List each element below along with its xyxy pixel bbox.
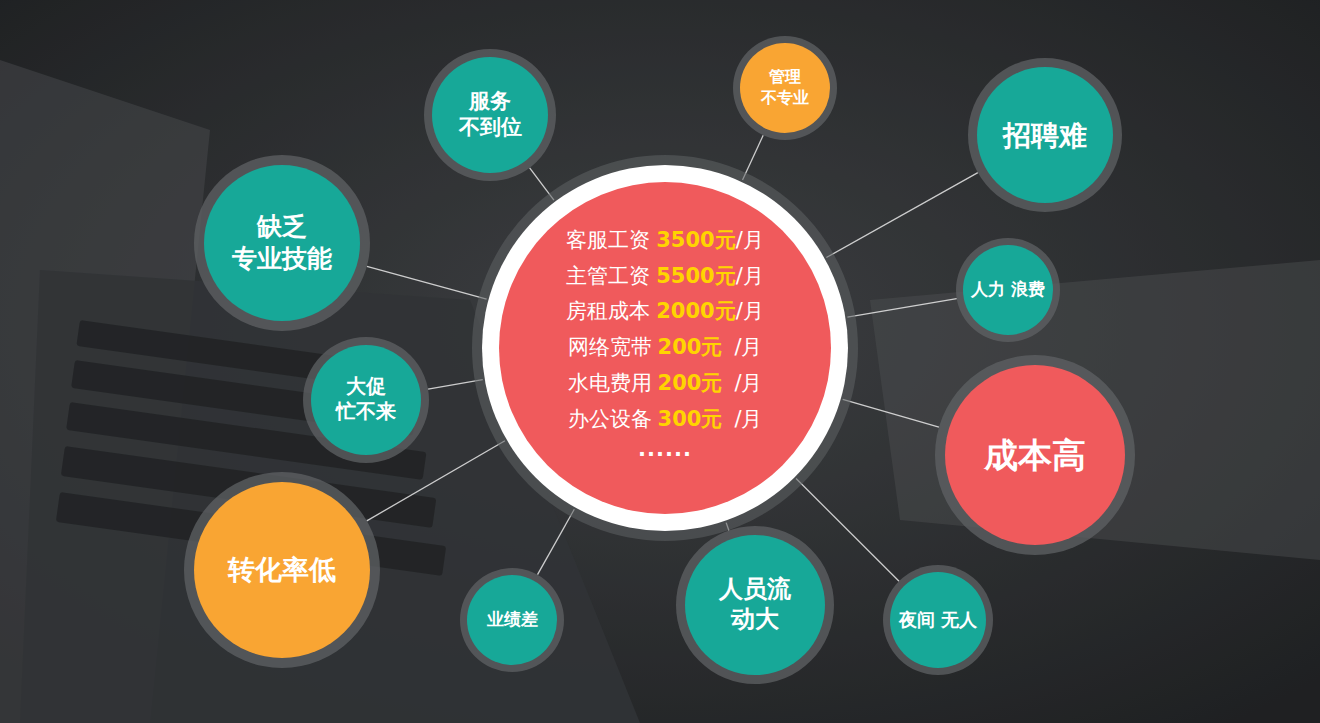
problem-label: 夜间 无人 [899,609,977,632]
cost-line: 水电费用200元/月 [568,366,763,402]
cost-line: 办公设备300元/月 [568,402,763,438]
connector-line [367,441,505,521]
problem-circle: 业绩差 [467,575,557,665]
connector-line [726,523,729,531]
problem-circle: 成本高 [945,365,1125,545]
cost-unit: /月 [734,402,762,438]
problem-label: 招聘难 [1003,118,1087,153]
cost-unit: /月 [736,294,764,330]
problem-label: 转化率低 [228,553,336,587]
cost-line: ······ [638,437,692,473]
problem-circle: 管理 不专业 [740,43,830,133]
problem-circle: 人员流 动大 [685,535,825,675]
problem-label: 管理 不专业 [746,67,824,108]
connector-line [826,173,977,258]
cost-label: 房租成本 [566,294,650,330]
cost-amount: 300元 [658,402,723,438]
connector-line [428,380,483,390]
problem-label: 成本高 [984,434,1086,477]
cost-unit: /月 [736,223,764,259]
problem-circle: 服务 不到位 [432,57,548,173]
cost-amount: 200元 [658,330,723,366]
connector-line [537,509,574,574]
connector-line [843,399,939,427]
problem-label: 大促 忙不来 [317,375,415,424]
problem-circle: 招聘难 [977,67,1113,203]
problem-circle: 人力 浪费 [963,245,1053,335]
cost-amount: 200元 [658,366,723,402]
cost-label: 办公设备 [568,402,652,438]
connector-line [367,266,487,299]
cost-line: 主管工资5500元/月 [566,259,764,295]
cost-label: 水电费用 [568,366,652,402]
problem-label: 人员流 动大 [691,575,819,635]
ellipsis: ······ [638,437,692,473]
problem-label: 缺乏 专业技能 [210,211,354,275]
cost-line: 房租成本2000元/月 [566,294,764,330]
cost-circle: 客服工资3500元/月主管工资5500元/月房租成本2000元/月网络宽带200… [499,182,831,514]
connector-line [530,168,554,200]
cost-label: 客服工资 [566,223,650,259]
cost-amount: 3500元 [656,223,735,259]
cost-line: 客服工资3500元/月 [566,223,764,259]
problem-circle: 大促 忙不来 [311,345,421,455]
cost-unit: /月 [734,330,762,366]
problem-circle: 缺乏 专业技能 [204,165,360,321]
cost-unit: /月 [734,366,762,402]
problem-circle: 夜间 无人 [890,572,986,668]
cost-line: 网络宽带200元/月 [568,330,763,366]
problem-label: 业绩差 [487,609,538,630]
connector-line [743,135,764,180]
problem-label: 服务 不到位 [438,89,542,141]
problem-label: 人力 浪费 [971,279,1045,300]
cost-amount: 2000元 [656,294,735,330]
problem-circle: 转化率低 [194,482,370,658]
cost-label: 主管工资 [566,259,650,295]
cost-unit: /月 [736,259,764,295]
cost-label: 网络宽带 [568,330,652,366]
connector-line [847,299,956,317]
cost-amount: 5500元 [656,259,735,295]
